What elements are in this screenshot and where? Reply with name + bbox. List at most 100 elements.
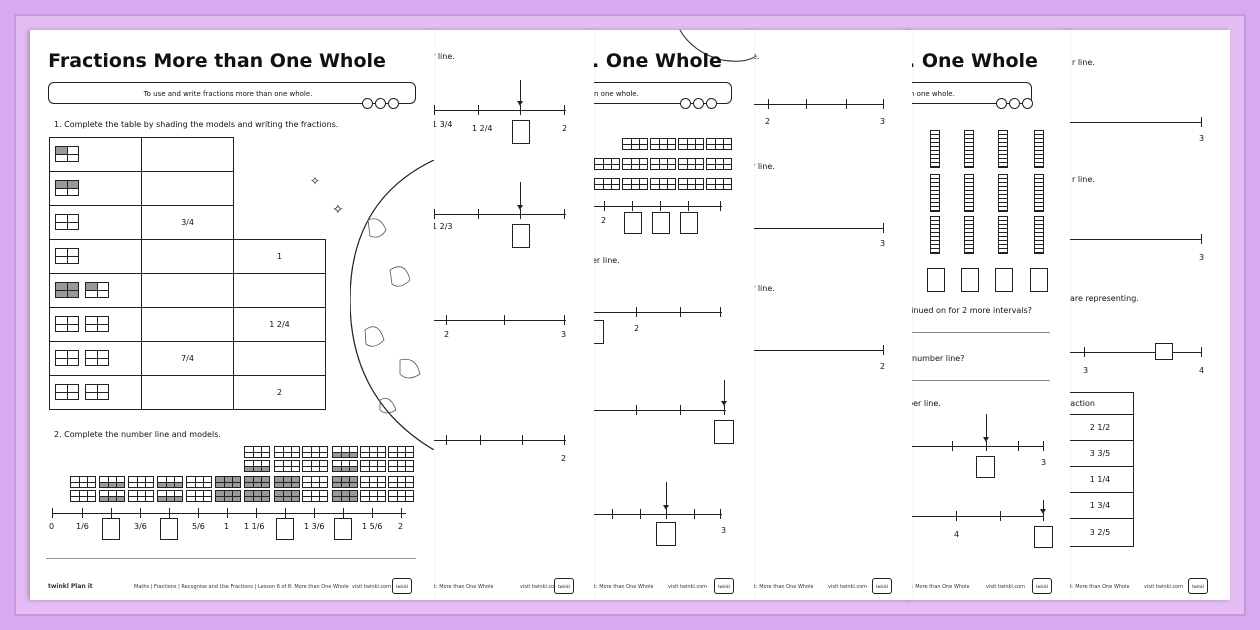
answer-cell[interactable] — [141, 273, 234, 308]
answer-box[interactable] — [276, 518, 294, 540]
answer-cell[interactable] — [141, 137, 234, 172]
fraction-strip — [1034, 216, 1044, 254]
fraction-model[interactable] — [85, 316, 109, 332]
fraction-model — [244, 460, 270, 472]
line-label: 1 2/4 — [472, 124, 493, 133]
fraction-model[interactable] — [55, 248, 79, 264]
fraction-model[interactable] — [85, 350, 109, 366]
number-line — [432, 440, 566, 441]
answer-cell[interactable] — [141, 375, 234, 410]
footer-text: t: More than One Whole — [754, 584, 814, 590]
tick — [720, 509, 721, 519]
model-cell — [49, 137, 142, 172]
line-label: 1 3/6 — [304, 522, 325, 531]
answer-cell[interactable] — [233, 341, 326, 376]
fraction-table: 3/4 — [49, 137, 234, 240]
fraction-model — [215, 476, 241, 488]
answer-box[interactable] — [160, 518, 178, 540]
fraction-model[interactable] — [55, 384, 79, 400]
answer-box[interactable] — [624, 212, 642, 234]
answer-cell[interactable] — [141, 307, 234, 342]
fraction-model — [650, 158, 676, 170]
arrow-icon — [983, 414, 989, 442]
tick — [198, 508, 199, 518]
fraction-model — [388, 446, 414, 458]
fraction-model — [302, 476, 328, 488]
fraction-model[interactable] — [55, 146, 79, 162]
number-line — [1068, 352, 1202, 353]
heading-b: r line. — [1072, 175, 1095, 184]
answer-box[interactable] — [976, 456, 995, 478]
answer-box[interactable] — [995, 268, 1013, 292]
answer-box[interactable] — [512, 120, 530, 144]
number-line — [752, 350, 884, 351]
fraction-model[interactable] — [55, 282, 79, 298]
tick — [140, 508, 141, 518]
line-label: 1 3/4 — [432, 120, 453, 129]
fraction-model — [99, 476, 125, 488]
answer-box[interactable] — [961, 268, 979, 292]
tick — [806, 99, 807, 109]
footer-text: t: More than One Whole — [434, 584, 494, 590]
fraction-model — [360, 490, 386, 502]
answer-box[interactable] — [714, 420, 734, 444]
fraction-model — [706, 138, 732, 150]
answer-cell[interactable] — [233, 273, 326, 308]
circle-icon — [1022, 98, 1033, 109]
fraction-model[interactable] — [55, 180, 79, 196]
heading-b: r line. — [752, 162, 775, 171]
answer-box[interactable] — [680, 212, 698, 234]
fraction-strip — [930, 174, 940, 212]
tick — [256, 508, 257, 518]
tick — [660, 201, 661, 211]
answer-box[interactable] — [652, 212, 670, 234]
table-cell: 1 2/4 — [233, 307, 326, 342]
fraction-model — [128, 476, 154, 488]
number-line — [1068, 122, 1202, 123]
number-line — [432, 110, 566, 111]
answer-box[interactable] — [512, 224, 530, 248]
fraction-model — [274, 490, 300, 502]
model-cell — [49, 341, 142, 376]
answer-box[interactable] — [927, 268, 945, 292]
answer-box[interactable] — [1034, 526, 1053, 548]
answer-box[interactable] — [334, 518, 352, 540]
answer-box[interactable] — [1155, 343, 1173, 360]
twinkl-logo-icon: twinkl — [1032, 578, 1052, 594]
fraction-model[interactable] — [55, 214, 79, 230]
star-icon: ✧ — [332, 202, 344, 218]
fraction-model[interactable] — [55, 350, 79, 366]
twinkl-logo-icon: twinkl — [714, 578, 734, 594]
tick — [564, 435, 565, 445]
tick — [1043, 441, 1044, 451]
answer-box[interactable] — [102, 518, 120, 540]
tick — [520, 105, 521, 115]
fraction-model[interactable] — [55, 316, 79, 332]
worksheet-page-6: r line. 3 r line. 3 are representing. 3 … — [1068, 30, 1230, 600]
tick — [285, 508, 286, 518]
footer-url: visit twinkl.com — [520, 584, 560, 590]
number-line — [592, 514, 722, 515]
line-label: 3 — [880, 239, 886, 248]
fraction-model — [388, 476, 414, 488]
number-line — [432, 214, 566, 215]
answer-box[interactable] — [592, 320, 604, 344]
tick — [666, 509, 667, 519]
answer-cell[interactable] — [141, 239, 234, 274]
tick — [478, 105, 479, 115]
tick — [343, 508, 344, 518]
answer-box[interactable] — [656, 522, 676, 546]
objective-text: n one whole. — [910, 90, 955, 98]
fraction-strip — [998, 216, 1008, 254]
tick — [688, 201, 689, 211]
fraction-model[interactable] — [85, 384, 109, 400]
tick — [694, 509, 695, 519]
tick — [372, 508, 373, 518]
fraction-model — [594, 178, 620, 190]
fraction-model — [302, 490, 328, 502]
tick — [846, 99, 847, 109]
answer-box[interactable] — [1030, 268, 1048, 292]
fraction-model[interactable] — [85, 282, 109, 298]
answer-cell[interactable] — [141, 171, 234, 206]
fraction-model — [706, 178, 732, 190]
